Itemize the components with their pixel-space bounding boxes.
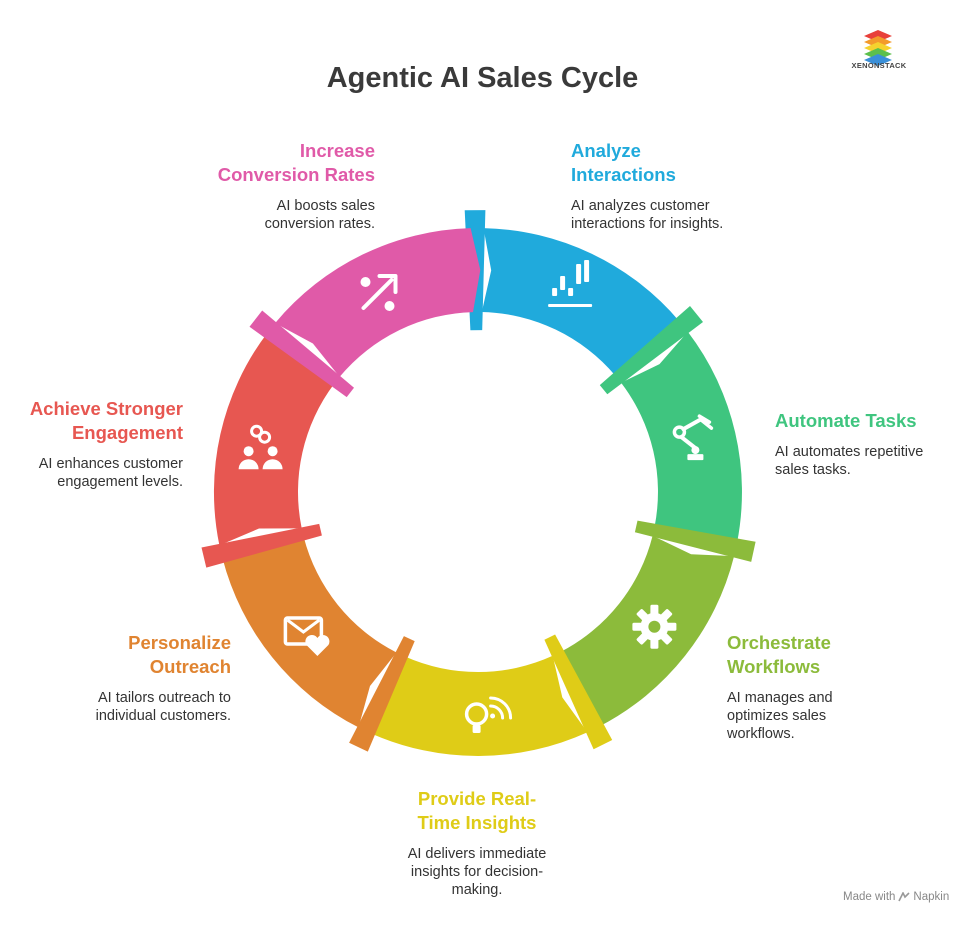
step-description: AI boosts sales conversion rates. xyxy=(218,197,375,233)
step-label-insights: Provide Real- Time Insights AI delivers im… xyxy=(382,787,572,899)
step-description: AI tailors outreach to individual custome… xyxy=(96,689,231,725)
cycle-segment-engagement xyxy=(213,333,335,546)
xenonstack-logo-icon xyxy=(864,30,892,66)
napkin-logo-icon xyxy=(898,892,910,902)
envelope-heart-icon xyxy=(283,616,330,656)
cycle-connector-automate xyxy=(599,306,703,395)
people-link-icon xyxy=(238,424,283,470)
step-label-automate: Automate Tasks AI automates repetitive sal… xyxy=(775,409,923,479)
step-description: AI automates repetitive sales tasks. xyxy=(775,443,923,479)
cycle-icons xyxy=(238,260,714,733)
step-heading-line: Conversion Rates xyxy=(217,164,375,185)
made-with-footer: Made with Napkin xyxy=(843,891,949,903)
step-description: AI manages and optimizes sales workflows. xyxy=(727,689,833,743)
cycle-connector-orchestrate xyxy=(634,520,756,562)
step-heading-line: Automate Tasks xyxy=(775,410,917,431)
page-title: Agentic AI Sales Cycle xyxy=(326,62,639,94)
step-description-line: workflows. xyxy=(727,726,795,742)
cycle-segment-conversion xyxy=(275,228,481,377)
robot-arm-icon xyxy=(672,414,714,461)
step-heading: Automate Tasks xyxy=(775,409,923,433)
lightbulb-wifi-icon xyxy=(464,696,513,733)
gear-icon xyxy=(632,604,677,649)
step-description-line: AI tailors outreach to xyxy=(98,690,231,706)
napkin-brand-text: Napkin xyxy=(913,891,950,903)
step-description-line: sales tasks. xyxy=(775,462,851,478)
step-description: AI analyzes customer interactions for ins… xyxy=(571,197,723,233)
cycle-connector-outreach xyxy=(349,636,415,752)
step-description-line: AI boosts sales xyxy=(276,198,375,214)
step-description-line: AI automates repetitive xyxy=(775,444,924,460)
step-description-line: interactions for insights. xyxy=(571,216,724,232)
step-heading-line: Engagement xyxy=(71,422,183,443)
percent-arrow-icon xyxy=(360,274,398,311)
step-heading-line: Achieve Stronger xyxy=(29,398,183,419)
step-heading-line: Outreach xyxy=(149,656,231,677)
step-description-line: AI enhances customer xyxy=(38,456,183,472)
step-heading-line: Interactions xyxy=(571,164,676,185)
step-heading-line: Provide Real- xyxy=(417,788,537,809)
step-heading-line: Orchestrate xyxy=(727,632,831,653)
cycle-connector-conversion xyxy=(249,310,354,398)
step-heading-line: Increase xyxy=(299,140,375,161)
step-heading-line: Analyze xyxy=(571,140,641,161)
step-description-line: optimizes sales xyxy=(727,708,827,724)
step-description-line: AI delivers immediate xyxy=(407,846,547,862)
step-description-line: conversion rates. xyxy=(264,216,375,232)
made-with-text: Made with xyxy=(843,891,896,903)
step-description: AI enhances customer engagement levels. xyxy=(30,455,183,491)
cycle-segment-outreach xyxy=(222,537,397,728)
cycle-connector-insights xyxy=(544,634,613,750)
step-heading: Provide Real- Time Insights xyxy=(382,787,572,835)
cycle-ring xyxy=(201,210,756,757)
step-description: AI delivers immediate insights for decisi… xyxy=(382,845,572,899)
cycle-segment-analyze xyxy=(481,228,680,376)
logo-text: XENONSTACK xyxy=(851,61,907,70)
step-heading-line: Time Insights xyxy=(417,812,537,833)
cycle-connector-engagement xyxy=(201,523,322,568)
bar-chart-icon xyxy=(548,260,593,307)
step-description-line: insights for decision- xyxy=(410,864,544,880)
step-description-line: individual customers. xyxy=(95,708,231,724)
step-heading-line: Personalize xyxy=(128,632,231,653)
step-description-line: engagement levels. xyxy=(57,474,183,490)
step-description-line: making. xyxy=(451,882,503,898)
step-description-line: AI manages and xyxy=(727,690,833,706)
step-heading-line: Workflows xyxy=(727,656,821,677)
step-description-line: AI analyzes customer xyxy=(571,198,710,214)
